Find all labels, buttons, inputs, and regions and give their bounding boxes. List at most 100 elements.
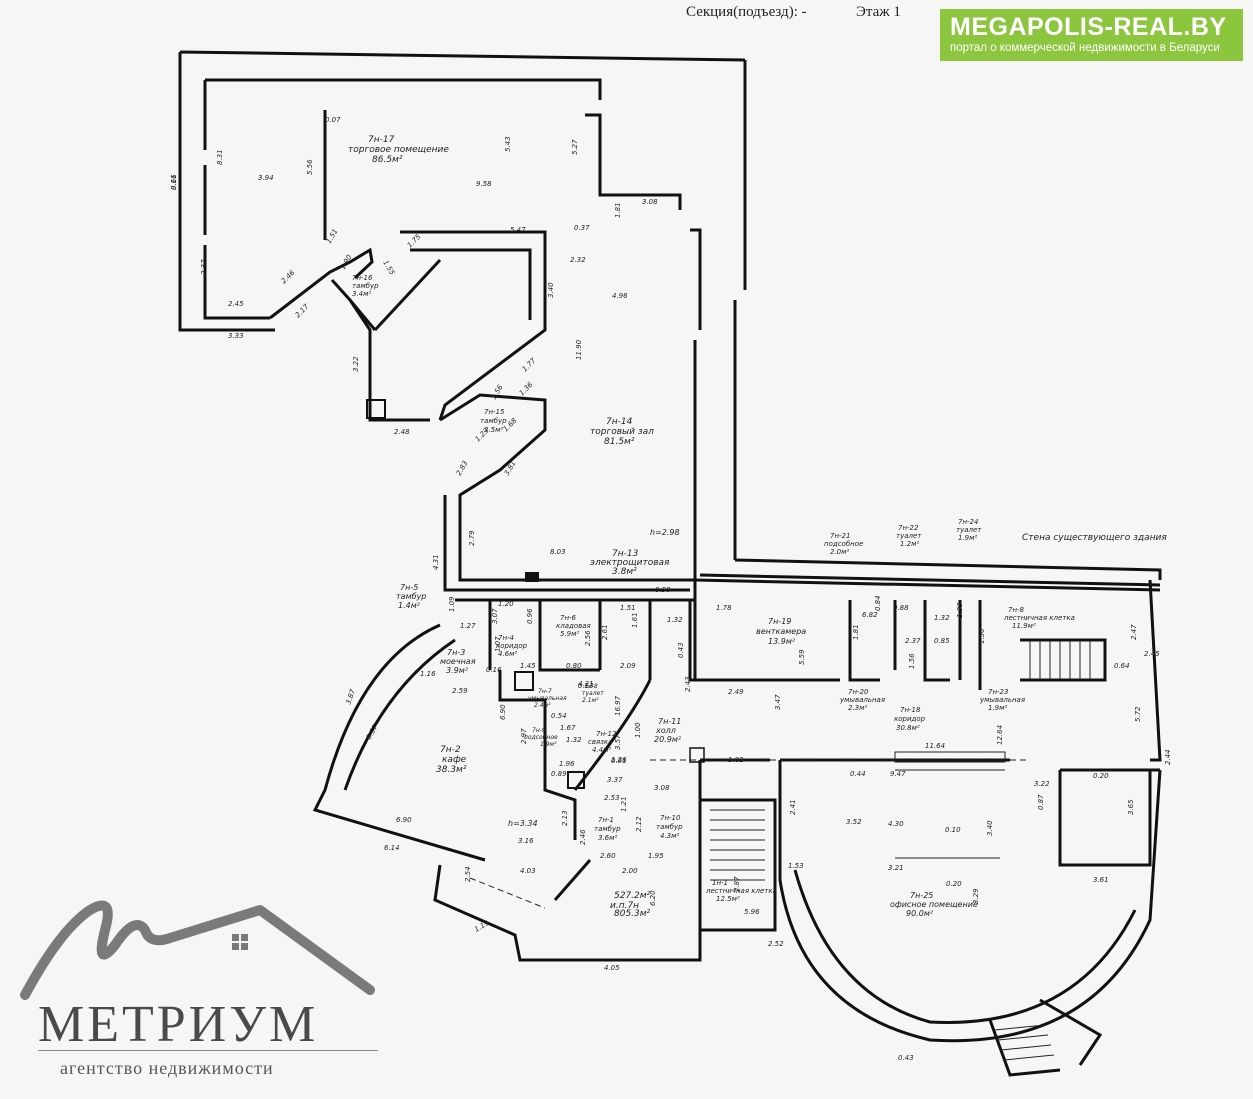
dimension-label: 1.19 [473, 919, 491, 934]
dimension-label: 2.37 [200, 259, 208, 275]
wall-partition-17 [323, 110, 682, 240]
dimension-label: 1.56 [908, 653, 916, 669]
dimension-label: 1.81 [852, 624, 860, 640]
wall-service-rooms [455, 598, 695, 680]
dimension-label: 1.95 [648, 852, 664, 860]
dimension-label: 3.16 [518, 837, 534, 845]
dimension-label: 2.43 [684, 676, 692, 692]
dimension-label: 8.03 [550, 548, 566, 556]
dimension-label: 1.81 [614, 202, 622, 218]
dimension-label: 5.59 [798, 649, 806, 665]
existing-wall-note: Стена существующего здания [1022, 533, 1167, 543]
dimension-label: 2.49 [728, 688, 744, 696]
dimension-label: 1.53 [788, 862, 804, 870]
dimension-label: 4.30 [888, 820, 904, 828]
dimension-label: 3.07 [491, 608, 499, 624]
badge-subtitle: портал о коммерческой недвижимости в Бел… [950, 42, 1220, 54]
dimension-label: 3.29 [972, 888, 980, 904]
wall-tambur-15 [348, 258, 442, 422]
dimension-label: 4.96 [612, 292, 628, 300]
dimension-label: 3.33 [228, 332, 244, 340]
wall-exit-stair [988, 998, 1103, 1077]
wall-east-office [1058, 579, 1162, 867]
megapolis-badge[interactable]: MEGAPOLIS-REAL.BY портал о коммерческой … [940, 9, 1243, 61]
dimension-label: 0.96 [526, 608, 534, 624]
dimension-label: 2.46 [579, 829, 587, 845]
column-5 [514, 671, 534, 691]
dimension-label: 2.54 [464, 866, 472, 882]
dimension-label: 1.20 [498, 600, 514, 608]
dimension-label: 2.61 [601, 624, 609, 640]
dimension-label: 3.57 [614, 734, 622, 750]
dimension-label: 0.54 [551, 712, 567, 720]
dimension-label: 0.80 [566, 662, 582, 670]
dimension-label: 1.30 [978, 628, 986, 644]
dimension-label: 0.43 [898, 1054, 914, 1062]
dimension-label: 0.88 [893, 604, 909, 612]
dimension-label: 2.53 [604, 794, 620, 802]
logo-mark [20, 900, 375, 1000]
dimension-label: 1.07 [494, 636, 502, 652]
dimension-label: 5.43 [504, 136, 512, 152]
office-partitions [894, 751, 1006, 859]
logo-divider [38, 1050, 378, 1051]
dimension-label: 3.81 [503, 459, 518, 477]
dimension-label: 2.17 [294, 302, 311, 319]
dimension-label: 1.32 [566, 736, 582, 744]
dimension-label: 1.21 [620, 796, 628, 812]
dimension-label: 1.33 [956, 602, 964, 618]
dimension-label: 0.84 [874, 595, 882, 611]
dimension-label: 3.37 [607, 776, 623, 784]
dimension-label: 3.40 [986, 820, 994, 836]
dimension-label: 0.07 [325, 116, 341, 124]
dimension-label: 0.20 [1093, 772, 1109, 780]
dimension-label: 1.51 [620, 604, 636, 612]
logo-tagline: агентство недвижимости [60, 1058, 274, 1078]
height-1: h=2.98 [650, 528, 680, 537]
stair-treads-3 [994, 1024, 1055, 1061]
dimension-label: 0.61 [611, 757, 627, 765]
dimension-label: 2.48 [394, 428, 410, 436]
dimension-label: 3.22 [352, 356, 360, 372]
dimension-label: 2.46 [280, 268, 297, 285]
dimension-label: 2.41 [789, 799, 797, 815]
wall-right-service [688, 600, 982, 690]
stair-outline [700, 638, 1107, 932]
dimension-label: 2.83 [455, 459, 470, 477]
dimension-label: 3.08 [642, 198, 658, 206]
total-1: 527.2м² [614, 891, 651, 901]
dimension-label: 5.47 [510, 226, 526, 234]
dimension-label: 3.22 [1034, 780, 1050, 788]
dimension-label: 12.64 [996, 725, 1004, 745]
dimension-label: 1.67 [560, 724, 576, 732]
dimension-label: 1.75 [406, 232, 423, 249]
dimension-label: 2.45 [1144, 650, 1160, 658]
dimension-label: 3.61 [1093, 876, 1109, 884]
dimension-label: 2.45 [228, 300, 244, 308]
logo-window-icon [232, 934, 248, 950]
dimension-label: 5.96 [744, 908, 760, 916]
column-4 [567, 771, 585, 789]
dimension-label: 0.87 [1037, 794, 1045, 810]
dimension-label: 11.64 [925, 742, 945, 750]
wall-block-17 [178, 50, 746, 332]
dimension-label: 5.72 [1134, 706, 1142, 722]
dimension-label: 8.31 [216, 149, 224, 165]
dimension-label: 5.56 [306, 159, 314, 175]
wall-existing-building [694, 558, 1162, 592]
dimension-label: 2.56 [584, 630, 592, 646]
dimension-label: 9.47 [890, 770, 906, 778]
